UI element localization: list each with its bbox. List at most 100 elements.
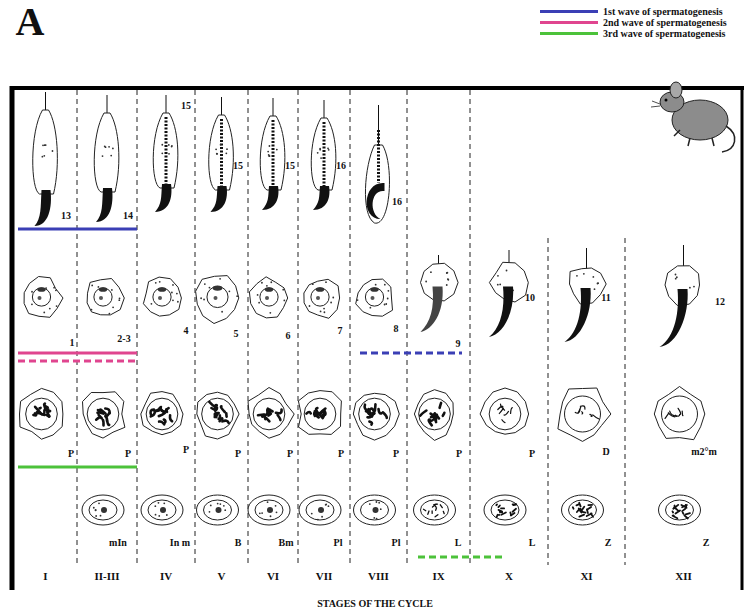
cell-drawing — [673, 516, 678, 519]
cell-drawing — [224, 509, 226, 511]
cell-drawing — [226, 148, 228, 150]
wave-bar — [18, 352, 137, 355]
cell-drawing — [261, 282, 263, 284]
cell-drawing — [220, 144, 222, 146]
cell-drawing — [502, 420, 505, 423]
cell-drawing — [324, 311, 326, 313]
cell-drawing — [209, 511, 211, 513]
cell-drawing — [96, 417, 99, 420]
wave-bar — [418, 556, 505, 559]
cell-drawing — [359, 398, 391, 430]
stage-separator — [298, 90, 299, 565]
cell-drawing — [299, 495, 341, 525]
cell-drawing — [207, 286, 228, 307]
cell-drawing — [435, 508, 437, 511]
cell-drawing — [89, 500, 117, 520]
legend: 1st wave of spermatogenesis2nd wave of s… — [540, 6, 727, 39]
cell-drawing — [255, 500, 283, 520]
cell-drawing — [489, 287, 513, 338]
callout-number: 16 — [392, 196, 402, 207]
cell-drawing — [95, 515, 97, 517]
callout-number: 12 — [715, 296, 725, 307]
cell-drawing — [594, 288, 596, 290]
cell-drawing — [272, 120, 275, 186]
cell-drawing — [148, 500, 176, 520]
cell-drawing — [98, 410, 100, 412]
cell-drawing — [497, 284, 499, 286]
cell-drawing — [318, 507, 324, 513]
cell-drawing — [443, 511, 445, 513]
stage-separator — [195, 90, 196, 565]
cell-drawing — [501, 513, 506, 515]
cell-drawing — [278, 415, 281, 420]
cell-drawing — [209, 402, 215, 407]
cell-drawing — [219, 415, 220, 419]
cell-drawing — [682, 411, 684, 416]
stage-separator — [548, 238, 549, 565]
cell-drawing — [118, 299, 120, 301]
cell-drawing — [217, 503, 219, 505]
cell-drawing — [266, 285, 268, 287]
cell-drawing — [676, 276, 678, 278]
cell-drawing — [46, 415, 49, 417]
cell-drawing — [420, 411, 426, 416]
callout-number: 11 — [601, 292, 610, 303]
cell-drawing — [682, 513, 685, 514]
cell-drawing — [269, 145, 271, 147]
cell-drawing — [414, 390, 453, 441]
cell-drawing — [672, 511, 674, 512]
cell-drawing — [260, 116, 285, 190]
cell-drawing — [168, 144, 170, 146]
cell-drawing — [575, 410, 580, 413]
callout-number: 5 — [234, 328, 239, 339]
cell-drawing — [513, 503, 516, 506]
cell-drawing — [387, 298, 389, 300]
stage-separator — [350, 90, 351, 565]
cell-drawing — [221, 311, 223, 313]
cell-drawing — [384, 284, 386, 286]
cell-drawing — [253, 398, 285, 430]
cell-drawing — [370, 287, 378, 292]
cell-drawing — [91, 285, 93, 287]
stage-label: XI — [580, 570, 592, 582]
cell-drawing — [446, 272, 448, 274]
cell-drawing — [368, 409, 370, 413]
cell-drawing — [161, 152, 163, 154]
cell-drawing — [666, 500, 694, 520]
cell-drawing — [248, 495, 290, 525]
cell-drawing — [154, 505, 156, 507]
cell-drawing — [376, 501, 378, 503]
cell-type-label: mIn — [109, 537, 127, 548]
cell-drawing — [161, 144, 163, 146]
cell-drawing — [93, 507, 95, 509]
cell-drawing — [497, 515, 498, 517]
cell-drawing — [211, 186, 227, 212]
stage-label: I — [43, 570, 47, 582]
cell-drawing — [429, 420, 432, 426]
cell-drawing — [223, 505, 225, 507]
cell-drawing — [316, 296, 320, 300]
cell-drawing — [499, 510, 503, 512]
mouse-whisker — [651, 101, 660, 107]
stage-label: IV — [160, 570, 172, 582]
cell-drawing — [269, 312, 271, 314]
cell-drawing — [159, 281, 161, 283]
callout-number: 15 — [285, 160, 295, 171]
cell-drawing — [35, 407, 41, 413]
cell-drawing — [159, 413, 165, 416]
cell-drawing — [365, 405, 369, 411]
cell-drawing — [682, 509, 685, 511]
cell-drawing — [221, 97, 222, 186]
cell-type-label: P — [338, 448, 344, 459]
cell-drawing — [141, 392, 183, 435]
cell-drawing — [321, 516, 323, 518]
cell-drawing — [513, 503, 517, 505]
cell-drawing — [216, 153, 218, 155]
cell-drawing — [357, 299, 359, 301]
cell-drawing — [662, 396, 698, 432]
cell-drawing — [197, 392, 239, 439]
cell-drawing — [53, 287, 55, 289]
cell-drawing — [587, 514, 592, 517]
cell-type-label: B — [235, 537, 242, 548]
